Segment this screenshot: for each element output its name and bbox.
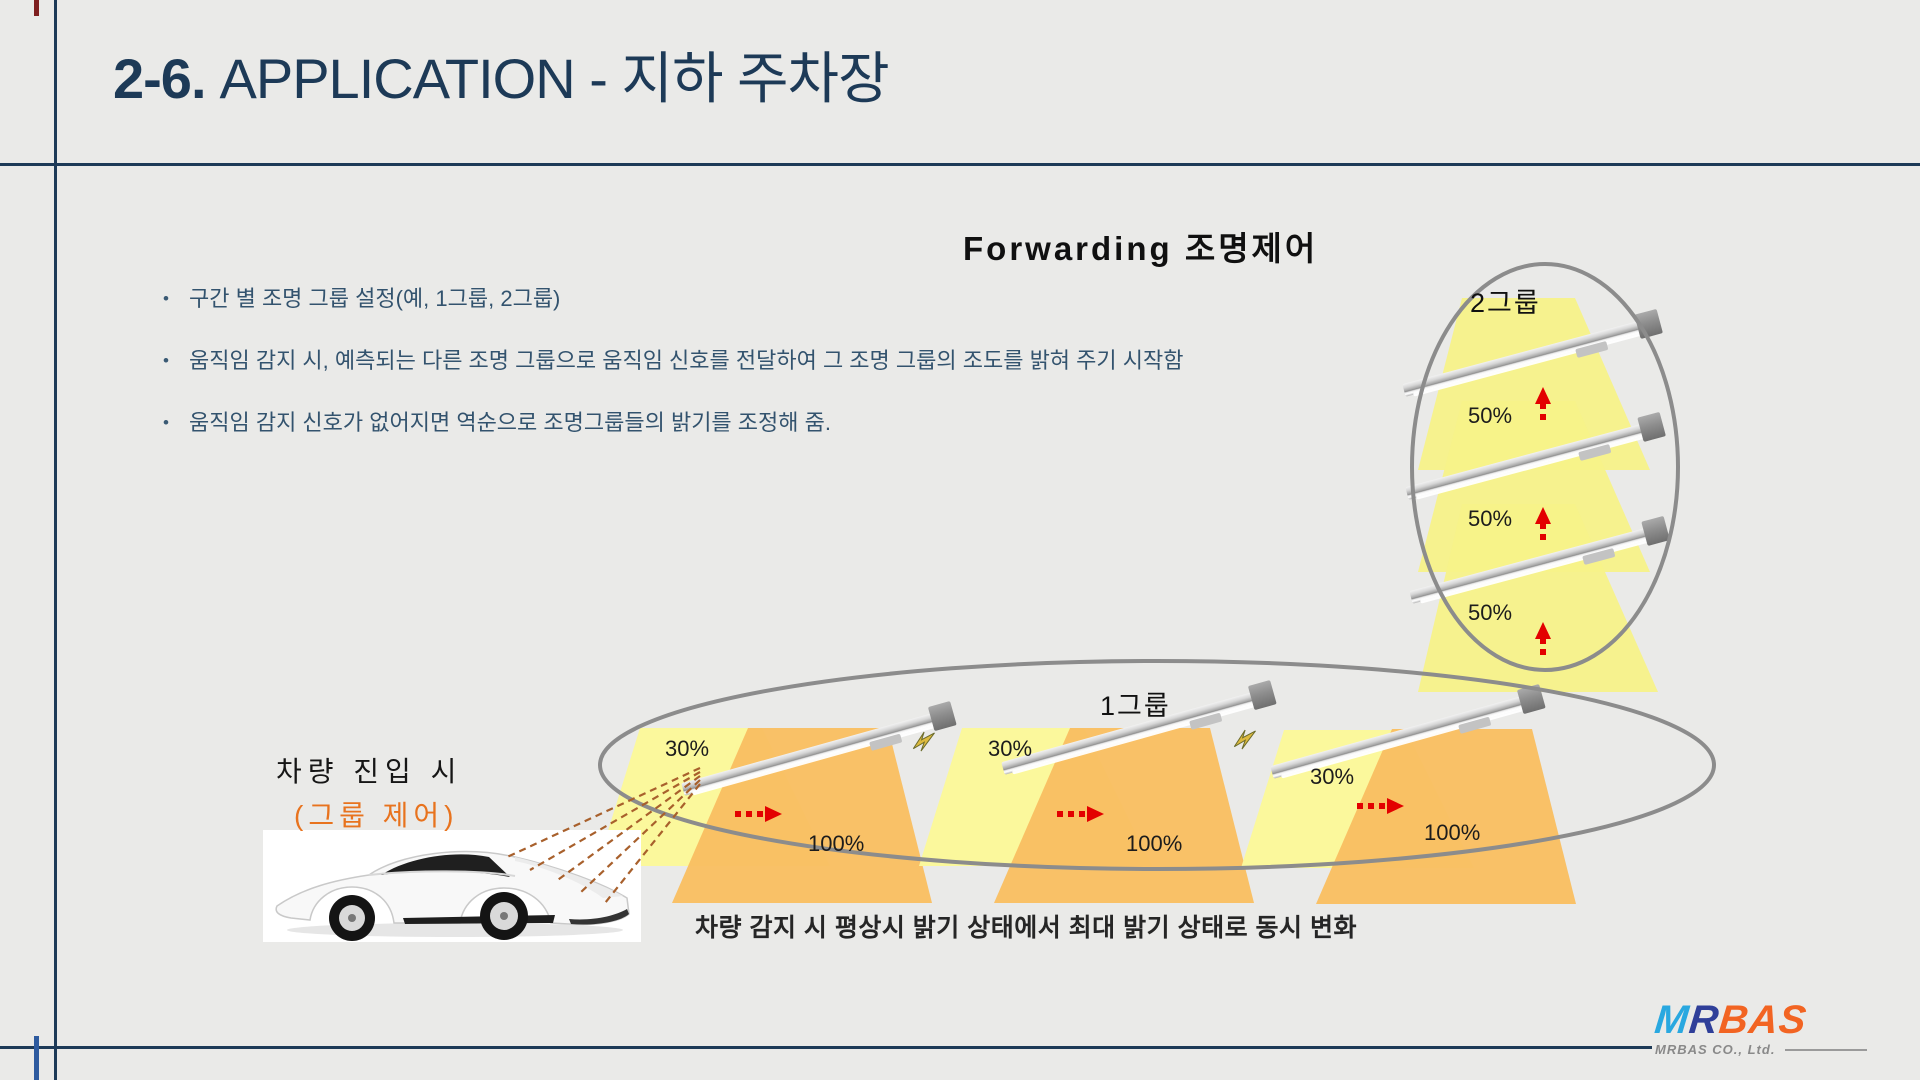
group2-label: 2그룹 [1470, 288, 1541, 318]
list-item: • 구간 별 조명 그룹 설정(예, 1그룹, 2그룹) [163, 286, 1343, 312]
footer-divider-line [0, 1046, 1652, 1049]
max-label: 100% [1126, 831, 1183, 856]
fixture-endcap [1634, 308, 1663, 339]
page-title-text: APPLICATION - 지하 주차장 [219, 47, 890, 110]
max-label: 100% [1424, 820, 1481, 845]
logo-wordmark: MRBAS [1652, 998, 1887, 1042]
lightning-bolt-icon [1233, 729, 1256, 750]
logo-rule-line [1785, 1048, 1868, 1051]
page-title: 2-6.APPLICATION - 지하 주차장 [113, 34, 890, 115]
dim-label: 30% [988, 736, 1033, 761]
page-title-number: 2-6. [113, 47, 206, 110]
bullet-icon: • [163, 413, 169, 432]
logo-letters-bas: BAS [1716, 998, 1809, 1042]
diagram-title: Forwarding 조명제어 [963, 230, 1319, 267]
group-control-label: (그룹 제어) [294, 800, 459, 831]
top-left-red-tick [34, 0, 39, 16]
motion-sensor [1189, 712, 1223, 730]
logo-subline: MRBAS CO., Ltd. [1655, 1042, 1885, 1057]
dim-label: 30% [1310, 764, 1355, 789]
bullet-icon: • [163, 289, 169, 308]
bullet-list: • 구간 별 조명 그룹 설정(예, 1그룹, 2그룹) • 움직임 감지 시,… [163, 286, 1343, 472]
company-logo: MRBAS MRBAS CO., Ltd. [1652, 998, 1887, 1057]
logo-letter-m: M [1652, 998, 1692, 1042]
list-item: • 움직임 감지 신호가 없어지면 역순으로 조명그룹들의 밝기를 조정해 줌. [163, 410, 1343, 436]
left-frame-line [54, 0, 57, 1080]
fixture-endcap [1637, 411, 1666, 442]
car-entry-label: 차량 진입 시 [276, 756, 463, 787]
dim-label: 50% [1468, 403, 1513, 428]
max-label: 100% [808, 831, 865, 856]
bullet-text: 움직임 감지 신호가 없어지면 역순으로 조명그룹들의 밝기를 조정해 줌. [189, 410, 831, 435]
bullet-text: 구간 별 조명 그룹 설정(예, 1그룹, 2그룹) [189, 286, 561, 311]
bullet-text: 움직임 감지 시, 예측되는 다른 조명 그룹으로 움직임 신호를 전달하여 그… [189, 348, 1184, 373]
caption-text: 차량 감지 시 평상시 밝기 상태에서 최대 밝기 상태로 동시 변화 [695, 914, 1357, 942]
sports-car-illustration [275, 850, 630, 941]
dim-label: 50% [1468, 600, 1513, 625]
header-divider-line [0, 163, 1920, 166]
bullet-icon: • [163, 351, 169, 370]
car-image [263, 830, 641, 942]
dim-label: 50% [1468, 506, 1513, 531]
bottom-left-blue-tick [34, 1036, 39, 1080]
fixture-endcap [1641, 515, 1670, 546]
group1-label: 1그룹 [1100, 691, 1171, 721]
logo-company-name: MRBAS CO., Ltd. [1655, 1042, 1776, 1057]
dim-label: 30% [665, 736, 710, 761]
list-item: • 움직임 감지 시, 예측되는 다른 조명 그룹으로 움직임 신호를 전달하여… [163, 348, 1343, 374]
